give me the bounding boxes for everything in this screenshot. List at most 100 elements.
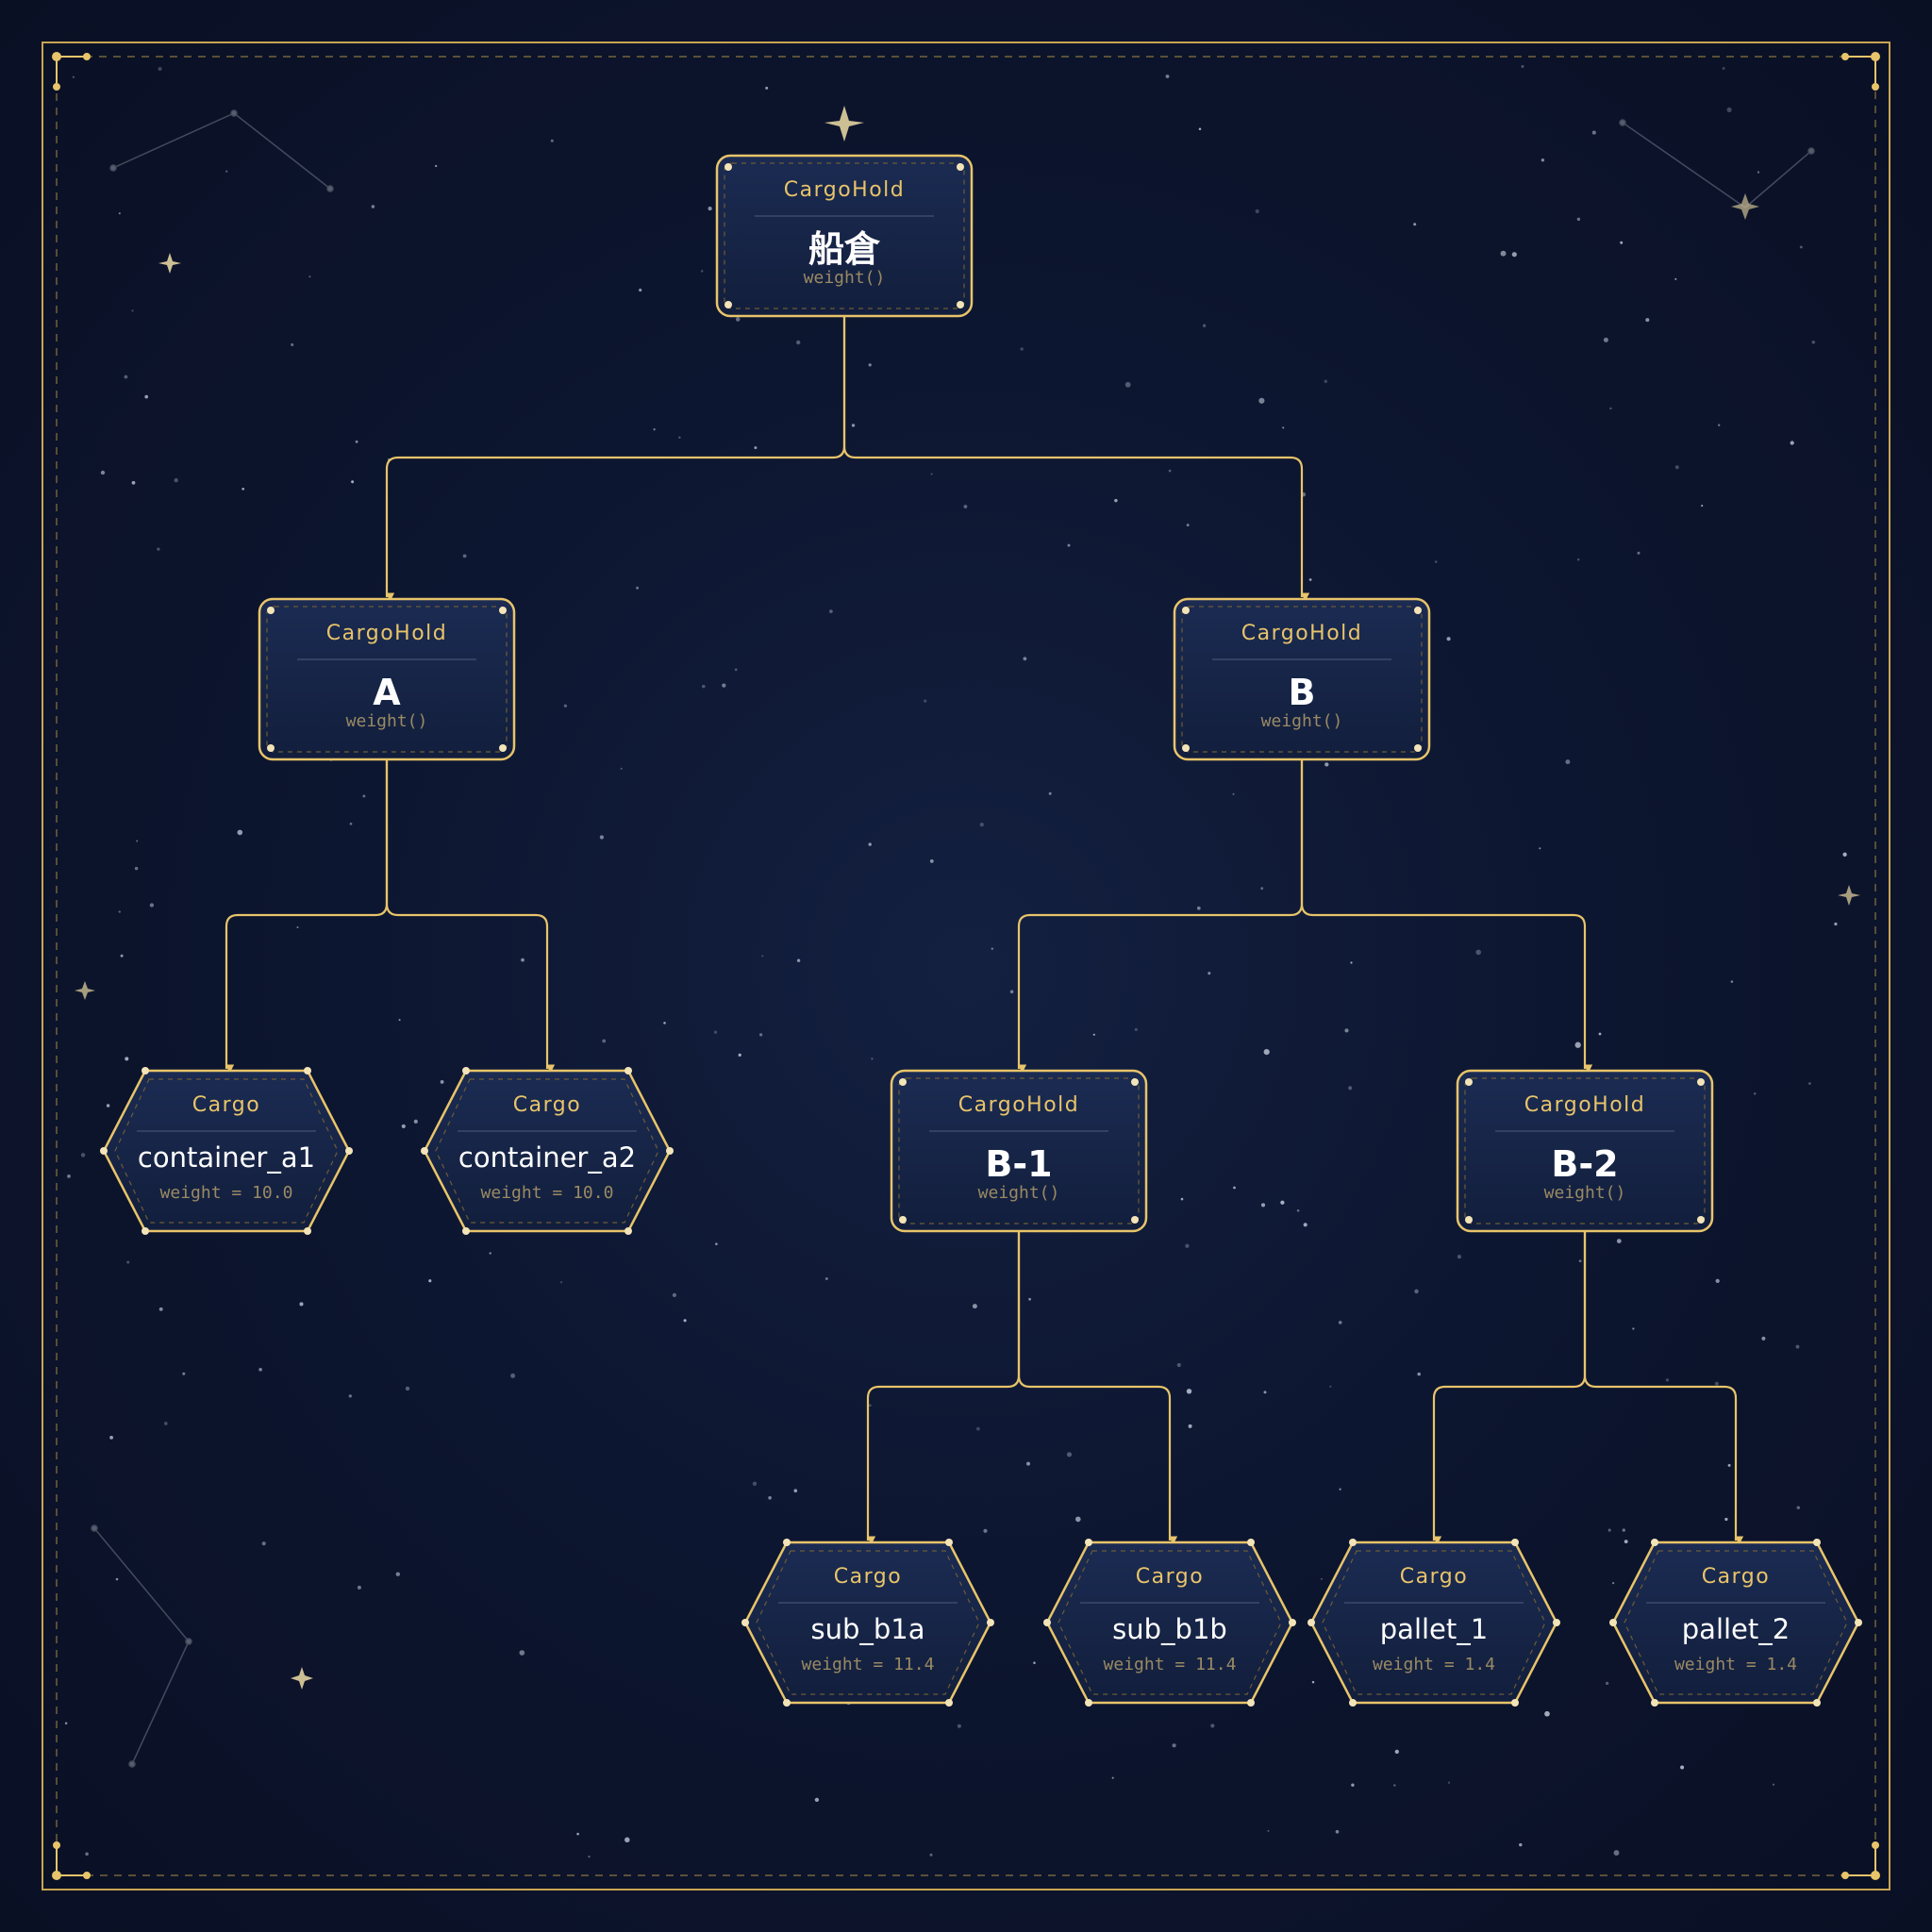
star — [1267, 1829, 1270, 1832]
star — [1624, 1540, 1628, 1544]
edge-B2-to-p1 — [1432, 1231, 1587, 1545]
star — [983, 1528, 988, 1533]
corner-dot — [267, 744, 275, 752]
star — [1724, 1517, 1728, 1522]
star — [972, 1304, 977, 1309]
star — [225, 170, 228, 173]
star — [1394, 1749, 1399, 1755]
star — [1020, 347, 1024, 351]
star — [1185, 1243, 1190, 1248]
star — [639, 288, 642, 292]
star — [599, 835, 605, 840]
star — [829, 609, 833, 613]
star — [1233, 1186, 1236, 1190]
sparkle-icon — [158, 253, 181, 274]
star — [1637, 551, 1641, 555]
vertex-dot — [304, 1227, 311, 1235]
star — [1172, 1743, 1176, 1748]
corner-dot — [1697, 1078, 1705, 1086]
star — [1308, 578, 1312, 581]
star — [761, 955, 764, 958]
star — [1576, 217, 1581, 222]
tree-nodes: CargoHold船倉weight()CargoHoldAweight()Car… — [100, 154, 1862, 1707]
star — [1168, 469, 1172, 473]
star — [1188, 1424, 1192, 1428]
star — [560, 1281, 562, 1284]
star — [1714, 1381, 1719, 1386]
star — [348, 1394, 352, 1398]
vertex-dot — [1855, 1619, 1862, 1626]
star — [1722, 67, 1725, 70]
star — [1811, 340, 1816, 344]
star — [115, 1577, 119, 1581]
star — [868, 842, 872, 846]
star — [125, 1057, 129, 1061]
star — [1598, 1032, 1602, 1036]
vertex-dot — [987, 1619, 994, 1626]
node-box — [1456, 1069, 1714, 1233]
star — [1028, 1297, 1031, 1301]
star — [1026, 1461, 1030, 1466]
star — [588, 1855, 591, 1858]
node-type-label: CargoHold — [958, 1093, 1080, 1117]
node-type-label: CargoHold — [784, 178, 906, 202]
node-inner-border — [898, 1077, 1140, 1224]
node-name: 船倉 — [808, 228, 881, 270]
star — [106, 1104, 110, 1108]
star — [868, 363, 872, 367]
sparkle-icon — [75, 981, 95, 1000]
star — [738, 1053, 741, 1057]
star — [1834, 922, 1838, 926]
star — [1457, 1255, 1461, 1259]
star — [1324, 379, 1328, 383]
ornamental-frame — [42, 42, 1890, 1890]
vertex-dot — [1247, 1539, 1255, 1546]
star — [1761, 1336, 1766, 1341]
node-inner-border — [435, 1078, 659, 1224]
star — [118, 212, 121, 215]
star — [1565, 759, 1571, 765]
node-box — [890, 1069, 1148, 1233]
star — [299, 1302, 304, 1307]
vertex-dot — [1349, 1539, 1357, 1546]
vertex-dot — [1247, 1699, 1255, 1707]
star — [428, 1279, 432, 1283]
star — [1434, 560, 1438, 563]
star — [435, 164, 438, 168]
vertex-dot — [1651, 1699, 1658, 1707]
corner-dot — [899, 1078, 907, 1086]
star — [296, 925, 299, 929]
star — [1413, 223, 1417, 226]
star — [1260, 1203, 1266, 1208]
star — [1790, 441, 1794, 445]
star — [563, 704, 568, 708]
star — [261, 1541, 266, 1546]
star — [1578, 1259, 1582, 1263]
vertex-dot — [100, 1147, 108, 1155]
star — [1067, 543, 1071, 547]
star — [1232, 792, 1235, 795]
node-inner-border — [1058, 1550, 1282, 1695]
star — [1348, 1086, 1353, 1091]
star — [1605, 1681, 1609, 1686]
star — [1701, 505, 1704, 508]
node-type-label: CargoHold — [326, 622, 448, 645]
star — [1196, 906, 1201, 910]
star — [1320, 1577, 1323, 1580]
node-name: container_a2 — [458, 1141, 636, 1174]
star — [1165, 75, 1170, 78]
star — [362, 794, 366, 798]
star — [1210, 1724, 1215, 1728]
